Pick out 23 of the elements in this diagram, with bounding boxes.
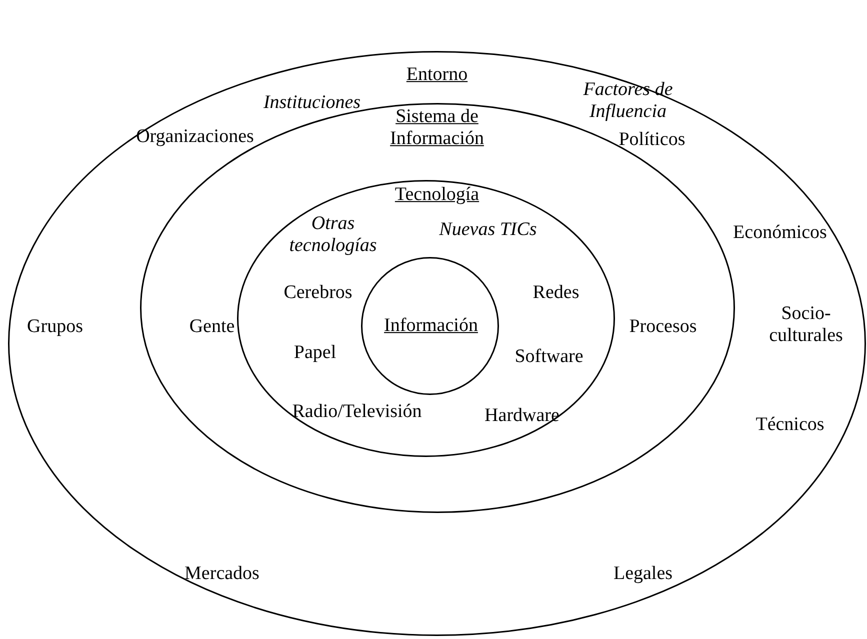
category-label: Papel [294,342,336,364]
category-label: Cerebros [284,282,352,304]
category-label: Organizaciones [136,126,254,148]
category-label: Hardware [484,405,560,427]
section-heading: Sistema de Información [389,106,485,150]
category-label: Políticos [618,129,686,151]
category-label: Otras tecnologías [288,213,378,257]
category-label: Nuevas TICs [439,219,537,241]
category-label: Legales [613,563,673,585]
category-label: Gente [189,316,235,338]
category-label: Económicos [733,222,827,244]
section-heading: Información [384,315,478,337]
category-label: Grupos [27,316,83,338]
category-label: Redes [532,282,580,304]
category-label: Instituciones [263,92,361,114]
category-label: Técnicos [756,414,824,436]
category-label: Radio/Televisión [292,401,422,423]
category-label: Procesos [629,316,697,338]
category-label: Socio-culturales [768,303,844,347]
section-heading: Entorno [406,64,468,86]
category-label: Software [514,346,584,368]
category-label: Mercados [184,563,260,585]
section-heading: Tecnología [394,184,480,206]
